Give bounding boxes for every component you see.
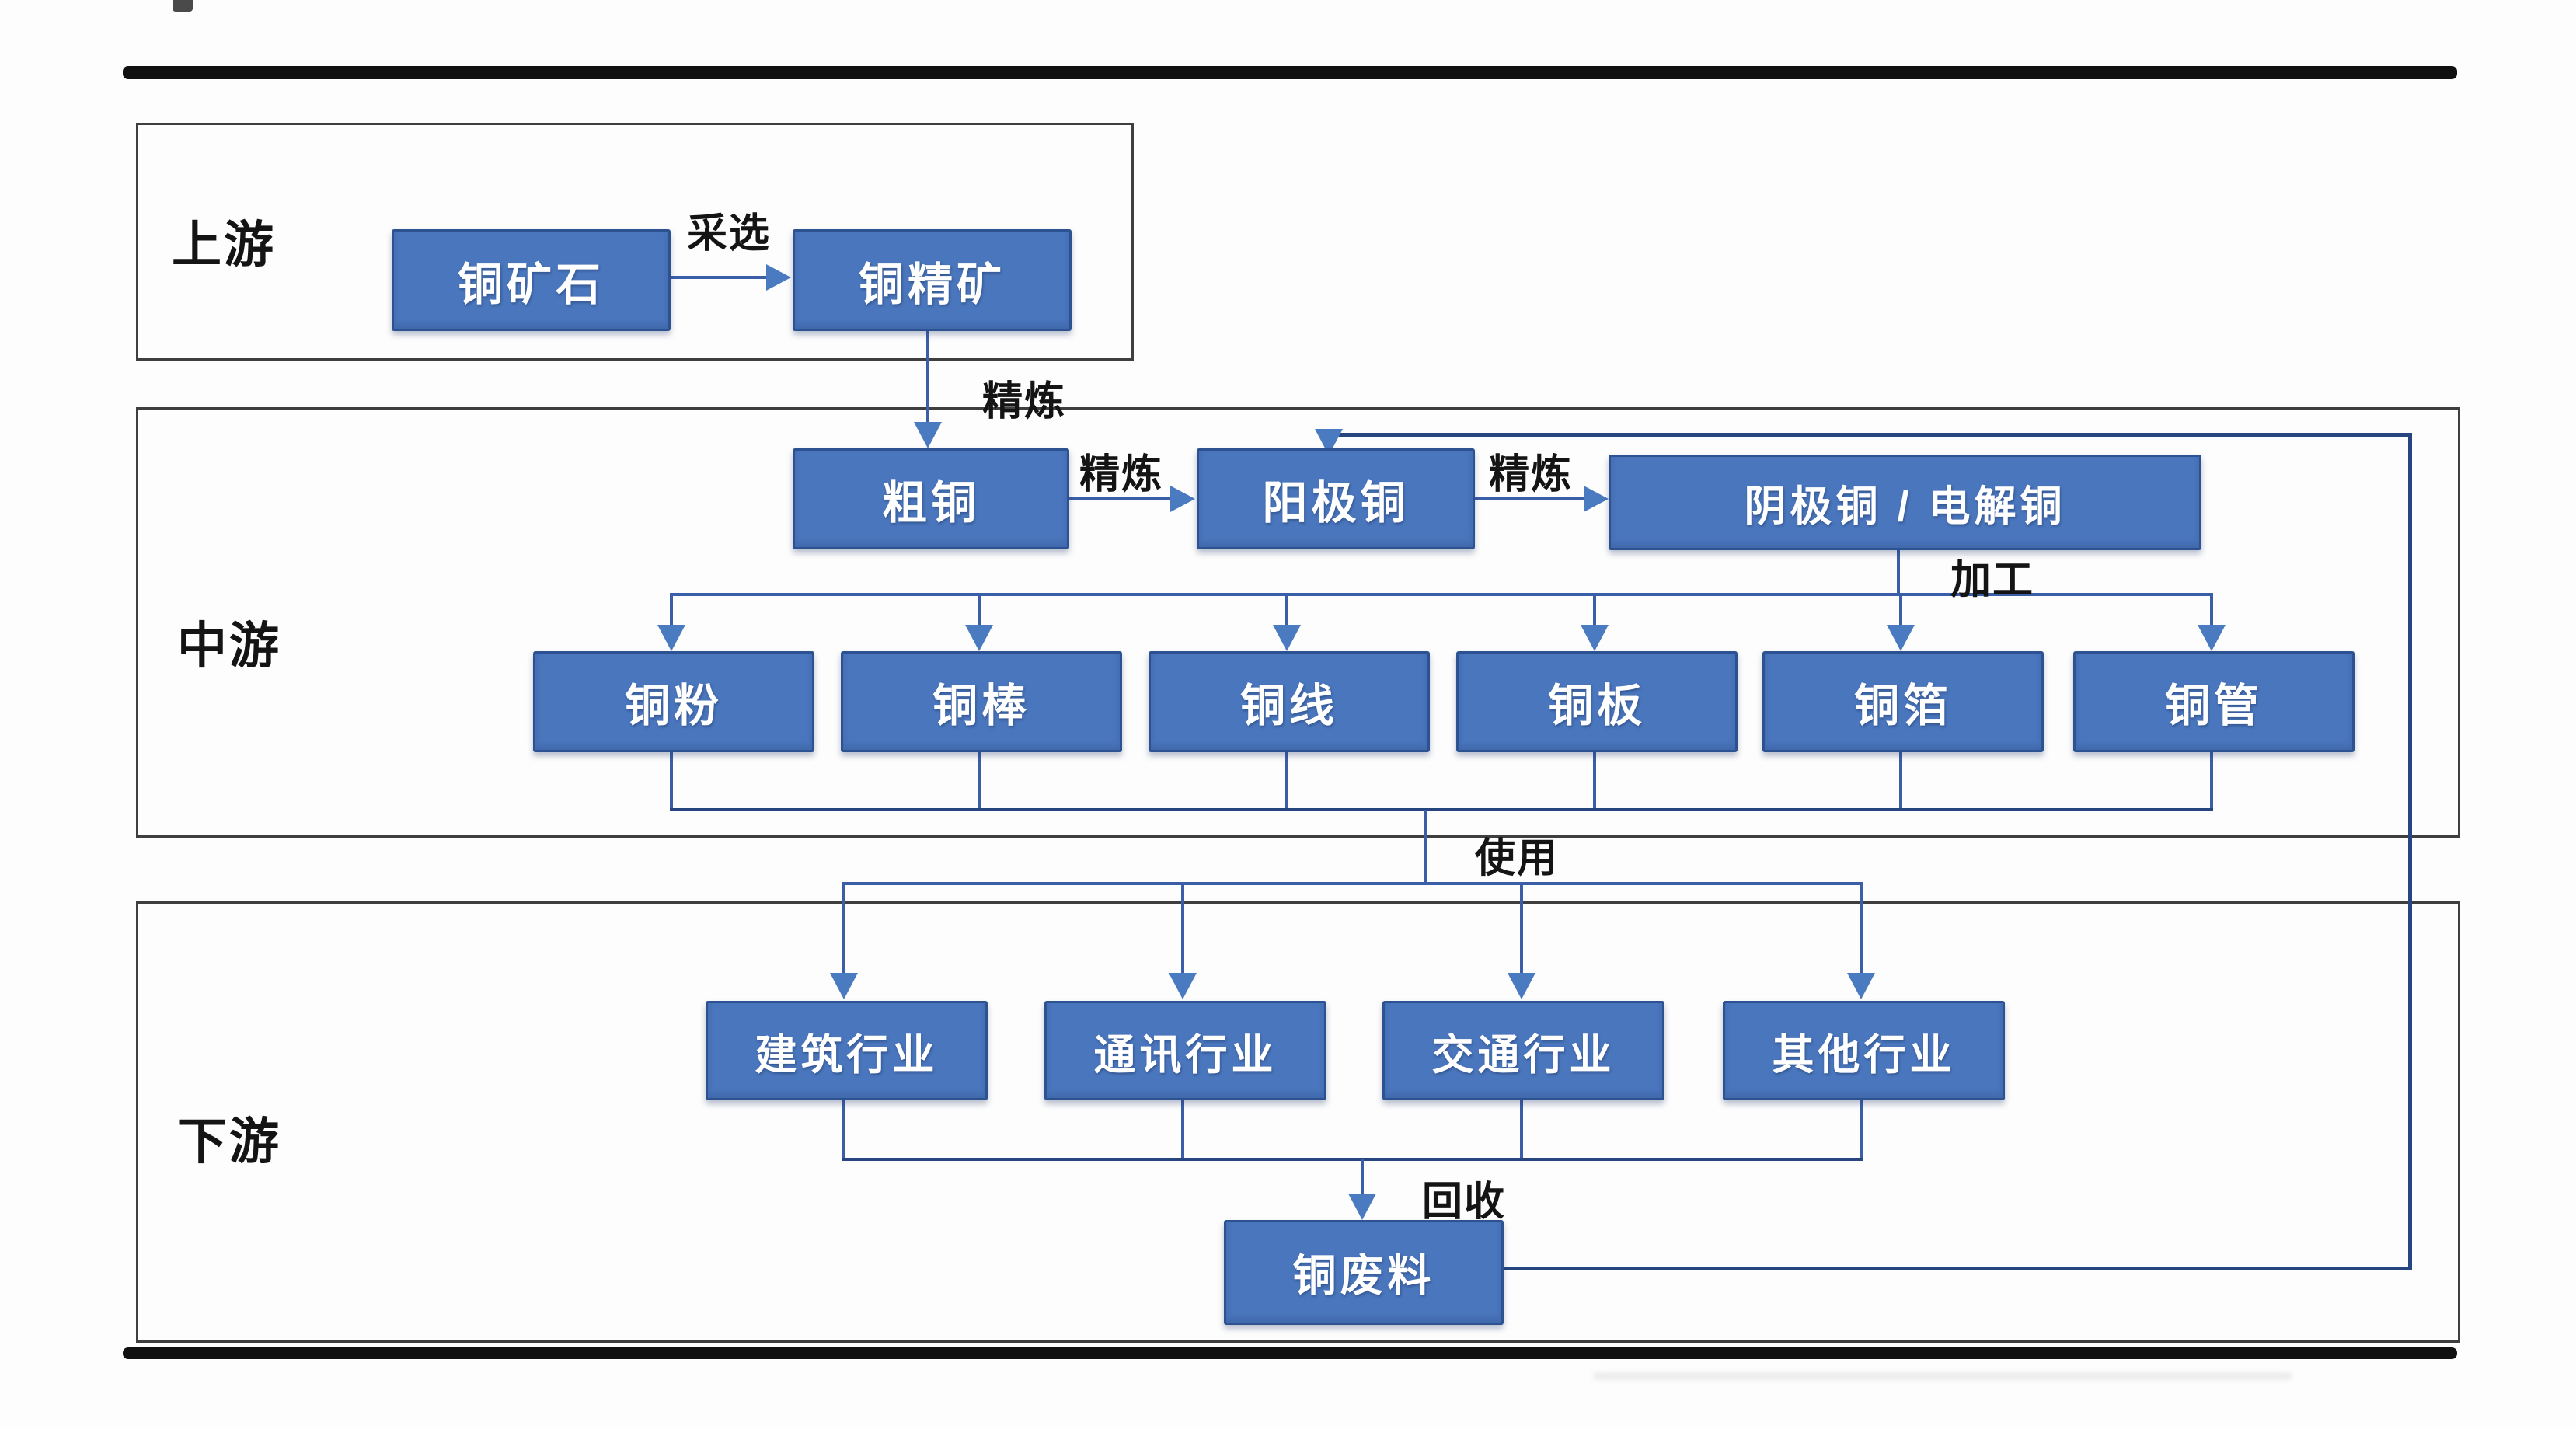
- drop-plate: [1593, 594, 1596, 626]
- merge-powder: [670, 748, 673, 810]
- connector-cathode-down: [1897, 544, 1900, 594]
- merge-other: [1860, 1096, 1863, 1159]
- merge-wire: [1285, 748, 1288, 810]
- node-copper-scrap: 铜废料: [1224, 1220, 1504, 1325]
- downstream-section-box: [136, 901, 2460, 1343]
- node-other-industry: 其他行业: [1723, 1001, 2005, 1100]
- connector-anode-to-cathode: [1470, 497, 1584, 500]
- drop-other: [1860, 884, 1863, 973]
- arrowhead-wire: [1273, 625, 1301, 651]
- merge-communication: [1181, 1096, 1184, 1159]
- node-copper-rod: 铜棒: [841, 651, 1122, 752]
- scan-artifact: [173, 0, 193, 12]
- merge-tube: [2210, 748, 2213, 810]
- node-copper-concentrate: 铜精矿: [793, 229, 1072, 331]
- arrowhead-to-cathode: [1584, 486, 1609, 512]
- drop-foil: [1899, 594, 1902, 626]
- use-stem: [1424, 810, 1427, 884]
- drop-transportation: [1520, 884, 1523, 973]
- edge-label-use: 使用: [1474, 836, 1560, 881]
- recycle-stem: [1361, 1159, 1364, 1194]
- edge-label-mining: 采选: [686, 211, 772, 256]
- node-copper-powder: 铜粉: [533, 651, 814, 752]
- node-copper-wire: 铜线: [1149, 651, 1430, 752]
- upstream-label: 上游: [172, 217, 276, 273]
- arrowhead-tube: [2198, 625, 2226, 651]
- node-blister-copper: 粗铜: [793, 448, 1069, 549]
- processing-branch-line: [670, 593, 2213, 596]
- edge-label-refine-1: 精炼: [981, 379, 1067, 424]
- industries-merge-line: [842, 1158, 1863, 1161]
- top-frame-bar: [123, 66, 2457, 79]
- merge-plate: [1593, 748, 1596, 810]
- merge-transportation: [1520, 1096, 1523, 1159]
- midstream-section-box: [136, 407, 2460, 838]
- drop-communication: [1181, 884, 1184, 973]
- node-copper-tube: 铜管: [2073, 651, 2355, 752]
- edge-label-refine-2: 精炼: [1079, 452, 1164, 497]
- drop-tube: [2210, 594, 2213, 626]
- node-construction-industry: 建筑行业: [706, 1001, 988, 1100]
- arrowhead-rod: [965, 625, 993, 651]
- arrowhead-to-concentrate: [766, 264, 791, 291]
- node-copper-foil: 铜箔: [1762, 651, 2044, 752]
- arrowhead-communication: [1169, 973, 1197, 999]
- products-merge-line: [670, 808, 2213, 811]
- node-communication-industry: 通讯行业: [1044, 1001, 1326, 1100]
- midstream-label: 中游: [177, 618, 281, 674]
- use-branch-line: [842, 882, 1863, 885]
- merge-foil: [1899, 748, 1902, 810]
- node-cathode-copper: 阴极铜 / 电解铜: [1609, 455, 2201, 550]
- arrowhead-construction: [830, 973, 858, 999]
- edge-label-recycle: 回收: [1421, 1180, 1507, 1225]
- recycle-bottom-line: [1499, 1267, 2412, 1270]
- arrowhead-powder: [657, 625, 685, 651]
- arrowhead-transportation: [1508, 973, 1535, 999]
- arrowhead-to-blister: [914, 422, 942, 448]
- arrowhead-to-anode: [1170, 486, 1195, 512]
- node-anode-copper: 阳极铜: [1197, 448, 1475, 549]
- merge-construction: [842, 1096, 845, 1159]
- connector-blister-to-anode: [1065, 497, 1170, 500]
- arrowhead-plate: [1581, 625, 1609, 651]
- drop-powder: [670, 594, 673, 626]
- connector-concentrate-to-blister: [926, 326, 929, 423]
- merge-rod: [978, 748, 981, 810]
- node-transportation-industry: 交通行业: [1382, 1001, 1664, 1100]
- recycle-right-line: [2408, 433, 2412, 1270]
- node-copper-ore: 铜矿石: [392, 229, 671, 331]
- drop-construction: [842, 884, 845, 973]
- arrowhead-other: [1847, 973, 1875, 999]
- drop-rod: [978, 594, 981, 626]
- arrowhead-foil: [1887, 625, 1915, 651]
- edge-label-refine-3: 精炼: [1488, 452, 1574, 497]
- arrowhead-scrap: [1348, 1194, 1376, 1220]
- scan-smudge: [1593, 1372, 2292, 1380]
- recycle-top-line: [1329, 433, 2410, 437]
- connector-ore-to-concentrate: [666, 276, 769, 279]
- edge-label-processing: 加工: [1950, 558, 2035, 603]
- node-copper-plate: 铜板: [1456, 651, 1738, 752]
- bottom-frame-bar: [123, 1347, 2457, 1359]
- upstream-section-box: [136, 123, 1134, 361]
- downstream-label: 下游: [177, 1114, 281, 1169]
- drop-wire: [1285, 594, 1288, 626]
